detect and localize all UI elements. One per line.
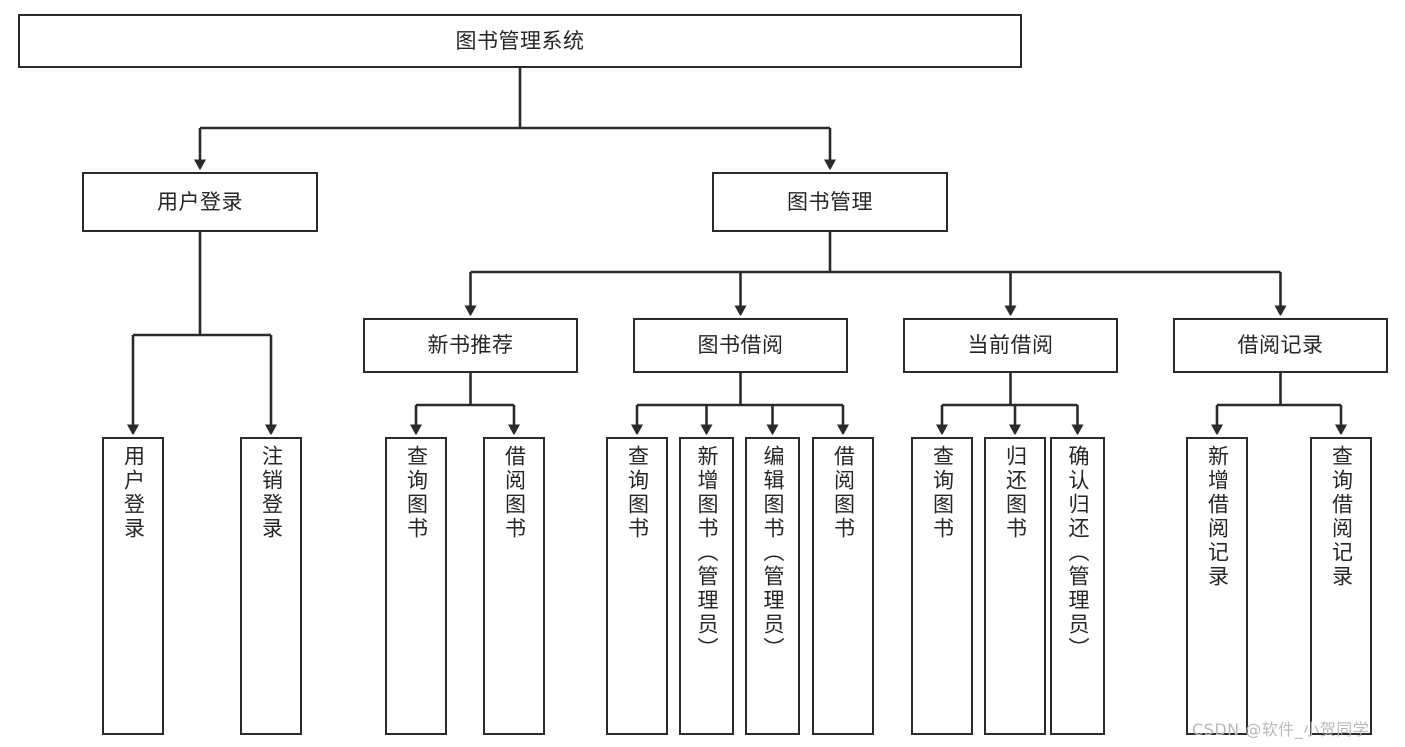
node-l4[interactable]: 借阅图书 <box>483 437 545 735</box>
node-label: 新增借阅记录 <box>1205 445 1230 589</box>
node-l5[interactable]: 查询图书 <box>606 437 668 735</box>
node-label: 归还图书 <box>1003 445 1028 541</box>
node-history[interactable]: 借阅记录 <box>1173 318 1388 373</box>
node-label: 用户登录 <box>157 189 243 214</box>
node-l1[interactable]: 用户登录 <box>102 437 164 735</box>
node-label: 新书推荐 <box>427 333 514 358</box>
node-label: 查询图书 <box>404 445 429 541</box>
node-bookmgmt[interactable]: 图书管理 <box>712 172 948 232</box>
node-label: 借阅记录 <box>1237 333 1324 358</box>
node-label: 查询图书 <box>625 445 650 541</box>
node-l3[interactable]: 查询图书 <box>385 437 447 735</box>
node-borrow[interactable]: 图书借阅 <box>633 318 848 373</box>
node-newrec[interactable]: 新书推荐 <box>363 318 578 373</box>
node-label: 查询图书 <box>930 445 955 541</box>
node-label: 查询借阅记录 <box>1329 445 1354 589</box>
node-label: 用户登录 <box>121 445 146 541</box>
node-l11[interactable]: 确认归还（管理员） <box>1050 437 1105 735</box>
node-l13[interactable]: 查询借阅记录 <box>1310 437 1372 735</box>
node-current[interactable]: 当前借阅 <box>903 318 1118 373</box>
node-label: 新增图书（管理员） <box>695 445 719 661</box>
node-label: 注销登录 <box>259 445 284 541</box>
node-l6[interactable]: 新增图书（管理员） <box>679 437 734 735</box>
node-l2[interactable]: 注销登录 <box>240 437 302 735</box>
node-l9[interactable]: 查询图书 <box>911 437 973 735</box>
node-label: 图书借阅 <box>697 333 784 358</box>
node-root[interactable]: 图书管理系统 <box>18 14 1022 68</box>
node-label: 当前借阅 <box>967 333 1054 358</box>
node-label: 图书管理 <box>787 189 873 214</box>
node-l12[interactable]: 新增借阅记录 <box>1186 437 1248 735</box>
node-l8[interactable]: 借阅图书 <box>812 437 874 735</box>
node-label: 图书管理系统 <box>455 28 585 53</box>
node-label: 借阅图书 <box>831 445 856 541</box>
node-l7[interactable]: 编辑图书（管理员） <box>745 437 800 735</box>
node-l10[interactable]: 归还图书 <box>984 437 1046 735</box>
node-login[interactable]: 用户登录 <box>82 172 318 232</box>
watermark-text: CSDN @软件_小贺同学 <box>1192 720 1370 739</box>
node-label: 借阅图书 <box>502 445 527 541</box>
node-label: 确认归还（管理员） <box>1066 445 1090 661</box>
node-label: 编辑图书（管理员） <box>761 445 785 661</box>
